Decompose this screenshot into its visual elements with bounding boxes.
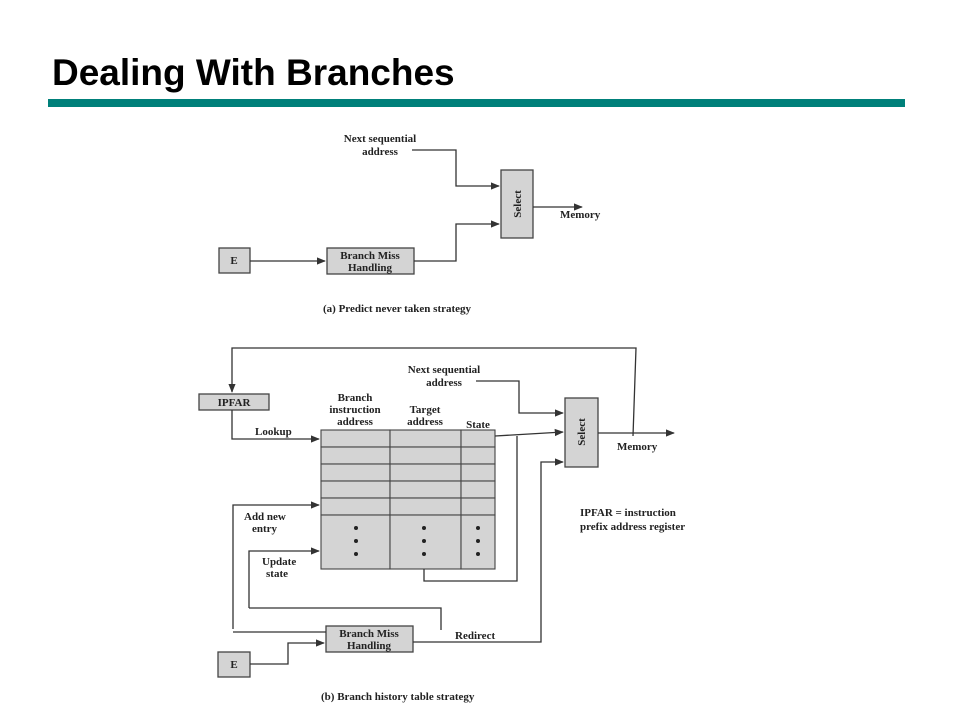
b-col-branch-2: instruction	[329, 404, 380, 416]
table-cell	[320, 480, 391, 499]
a-next-seq-label-2: address	[362, 146, 399, 158]
a-memory-label: Memory	[560, 209, 601, 221]
a-branch-miss-wire	[414, 220, 500, 262]
b-caption: (b) Branch history table strategy	[321, 691, 475, 703]
table-cell	[320, 429, 391, 448]
b-col-state: State	[466, 419, 490, 431]
b-memory-label: Memory	[617, 441, 658, 453]
slide-title: Dealing With Branches	[52, 52, 455, 93]
table-cell	[460, 446, 496, 465]
b-ipfar-note-2: prefix address register	[580, 521, 685, 533]
branch-history-table	[320, 429, 496, 570]
b-next-seq-wire	[476, 380, 564, 417]
b-table-to-select-wire	[494, 428, 564, 437]
table-cell	[320, 463, 391, 482]
b-col-branch-3: address	[337, 416, 374, 428]
b-next-seq-label-1: Next sequential	[408, 364, 480, 376]
diagram-a: Next sequential address Select Memory E …	[218, 133, 601, 315]
table-cell	[389, 463, 462, 482]
b-add-entry-label-2: entry	[252, 523, 278, 535]
b-add-entry-wire	[232, 501, 320, 629]
a-e-box	[218, 247, 251, 274]
b-redirect-label: Redirect	[455, 630, 495, 642]
b-miss-to-update-wire	[249, 607, 442, 630]
table-ellipsis	[354, 526, 480, 556]
b-col-target-1: Target	[410, 404, 441, 416]
b-ipfar-note-1: IPFAR = instruction	[580, 507, 676, 519]
table-cell	[460, 497, 496, 516]
table-cell	[389, 480, 462, 499]
a-select-label: Select	[512, 190, 524, 218]
a-caption: (a) Predict never taken strategy	[323, 303, 472, 315]
b-update-state-label-2: state	[266, 568, 288, 580]
b-update-state-wire	[248, 547, 320, 608]
table-cell	[389, 429, 462, 448]
table-cell	[320, 446, 391, 465]
b-col-branch-1: Branch	[338, 392, 373, 404]
b-select-label: Select	[576, 418, 588, 446]
b-branch-miss-label-2: Handling	[347, 640, 392, 652]
table-cell	[460, 429, 496, 448]
diagram-b: IPFAR Lookup Branch instruction address …	[198, 347, 685, 703]
a-e-label: E	[230, 255, 237, 267]
b-add-entry-label-1: Add new	[244, 511, 286, 523]
a-branch-miss-label-2: Handling	[348, 262, 393, 274]
b-ipfar-box	[198, 393, 270, 411]
b-e-wire	[250, 639, 325, 665]
b-e-box	[217, 651, 251, 678]
b-select-box	[564, 397, 599, 468]
table-cell	[320, 497, 391, 516]
a-next-seq-label-1: Next sequential	[344, 133, 416, 145]
b-feedback-wire	[228, 347, 637, 437]
b-update-state-label-1: Update	[262, 556, 296, 568]
b-ipfar-label: IPFAR	[218, 397, 252, 409]
a-branch-miss-label-1: Branch Miss	[340, 250, 400, 262]
b-target-out-wire	[423, 436, 518, 582]
table-cell	[460, 463, 496, 482]
a-next-seq-wire	[412, 149, 500, 190]
b-e-label: E	[230, 659, 237, 671]
b-col-target-2: address	[407, 416, 444, 428]
table-cell	[389, 446, 462, 465]
table-cell	[460, 480, 496, 499]
b-lookup-label: Lookup	[255, 426, 292, 438]
table-cell	[389, 497, 462, 516]
b-branch-miss-box	[325, 625, 414, 653]
title-rule	[48, 99, 905, 107]
b-lookup-wire	[231, 410, 320, 443]
a-select-box	[500, 169, 534, 239]
b-next-seq-label-2: address	[426, 377, 463, 389]
b-branch-miss-label-1: Branch Miss	[339, 628, 399, 640]
b-redirect-wire	[413, 458, 564, 643]
